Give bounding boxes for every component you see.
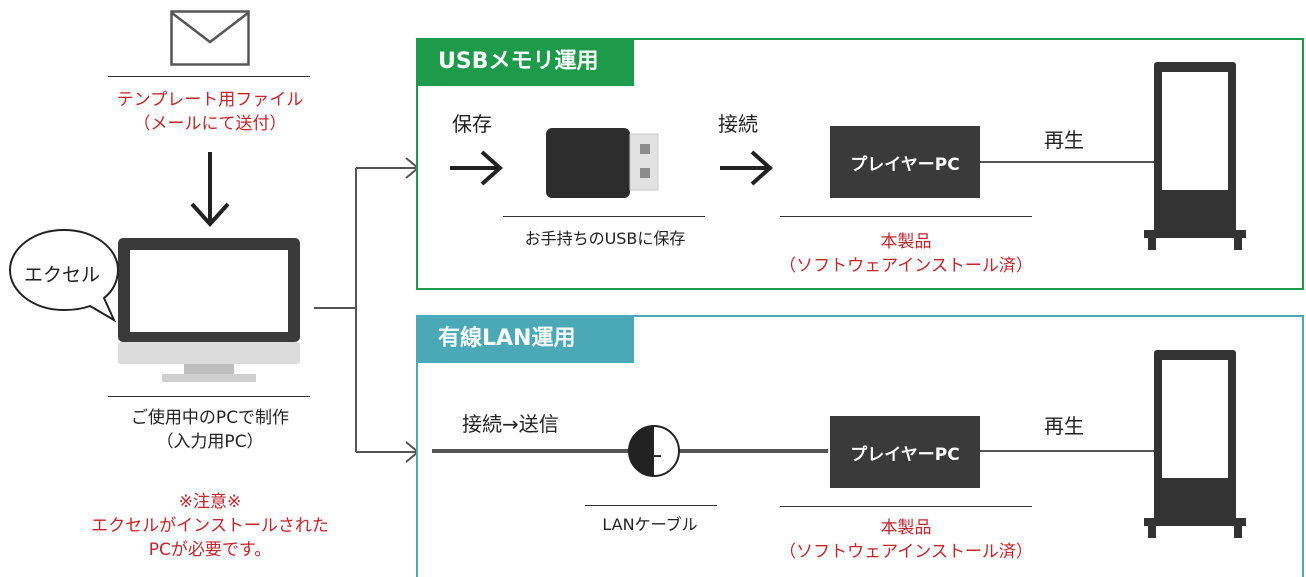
lan-plug-letter: L [648, 438, 662, 463]
usb-panel-title: USBメモリ運用 [416, 38, 634, 86]
lan-product-line1: 本製品 [880, 518, 932, 538]
lan-caption: LANケーブル [602, 515, 698, 534]
usb-product-line2: （ソフトウェアインストール済） [779, 256, 1033, 276]
bubble-text: エクセル [23, 264, 100, 286]
monitor-icon [118, 238, 300, 382]
note-line2: エクセルがインストールされた [91, 516, 329, 536]
usb-caption-divider [503, 216, 705, 217]
usb-player-pc: プレイヤーPC [830, 126, 980, 198]
lan-player-pc-label: プレイヤーPC [850, 444, 960, 465]
note-line1: ※注意※ [178, 492, 242, 512]
usb-player-pc-label: プレイヤーPC [850, 154, 960, 175]
note-line3: PCが必要です。 [148, 540, 272, 560]
connect-send-label: 接続→送信 [462, 412, 559, 436]
usb-play-label: 再生 [1044, 128, 1084, 152]
signage-display-icon [1144, 350, 1246, 538]
usb-stick-icon [546, 128, 659, 198]
template-divider [108, 76, 310, 77]
pc-label-line1: ご使用中のPCで制作 [130, 408, 290, 428]
usb-cable-line [980, 161, 1156, 163]
lan-plug-icon [628, 425, 680, 477]
lan-player-pc: プレイヤーPC [830, 416, 980, 488]
right-arrow-icon [450, 150, 504, 186]
usb-caption: お手持ちのUSBに保存 [524, 229, 686, 248]
down-arrow-icon [190, 152, 230, 227]
usb-connect-label: 接続 [718, 112, 758, 136]
lan-caption-divider [585, 505, 717, 506]
lan-cable-line-right [980, 450, 1156, 452]
envelope-icon [170, 10, 250, 66]
lan-panel-title: 有線LAN運用 [416, 315, 634, 363]
pc-divider [108, 396, 310, 397]
template-label-line2: （メールにて送付） [133, 114, 287, 134]
usb-product-divider [780, 216, 1032, 217]
template-label-line1: テンプレート用ファイル [116, 90, 304, 110]
branch-connector [314, 157, 420, 463]
speech-bubble [8, 228, 120, 323]
lan-product-line2: （ソフトウェアインストール済） [779, 542, 1033, 562]
lan-product-divider [780, 506, 1032, 507]
lan-play-label: 再生 [1044, 414, 1084, 438]
save-label: 保存 [452, 112, 492, 136]
pc-label-line2: （入力用PC） [156, 432, 264, 452]
right-arrow-icon [720, 150, 774, 186]
usb-product-line1: 本製品 [880, 232, 932, 252]
signage-display-icon [1144, 62, 1246, 250]
